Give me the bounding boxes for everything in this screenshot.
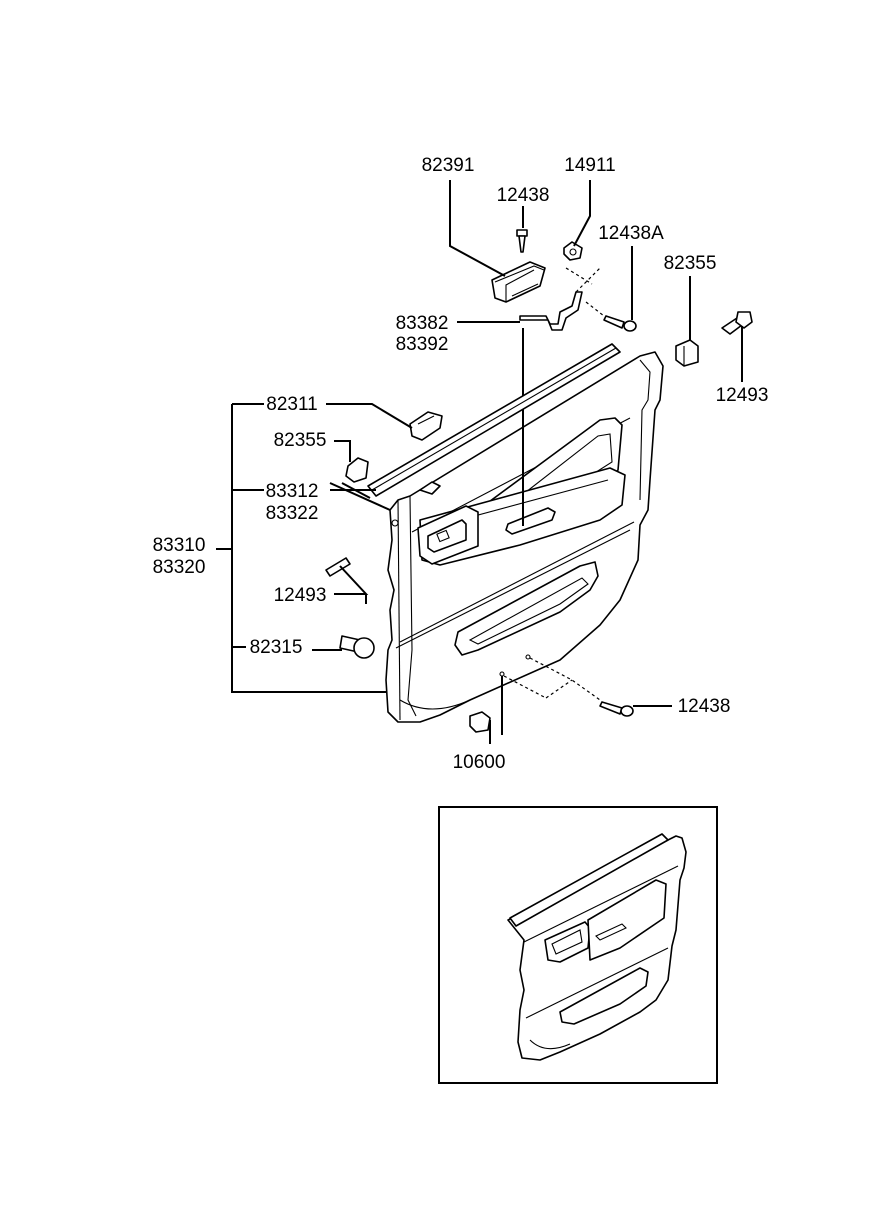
label-83322: 83322 xyxy=(266,503,319,524)
label-12438-top: 12438 xyxy=(497,185,550,206)
screw xyxy=(516,229,528,253)
door-trim-panel xyxy=(385,328,664,723)
armrest-pocket xyxy=(491,261,546,303)
screw-12493-right xyxy=(721,311,753,335)
label-82355-right: 82355 xyxy=(664,253,717,274)
screw-12438a xyxy=(585,301,637,332)
screw-12493-left xyxy=(325,557,351,577)
clip-82355-left xyxy=(345,457,369,483)
label-82311: 82311 xyxy=(266,394,317,415)
callout-labels: 82391 14911 12438 12438A 82355 83382 833… xyxy=(153,155,769,773)
inset-door-panel xyxy=(507,833,687,1061)
label-82315: 82315 xyxy=(250,637,303,658)
label-82355-left: 82355 xyxy=(274,430,327,451)
inset-view xyxy=(438,806,718,1084)
label-12438a: 12438A xyxy=(598,223,664,244)
label-83382: 83382 xyxy=(396,313,449,334)
label-83312: 83312 xyxy=(266,481,319,502)
label-83320: 83320 xyxy=(153,557,206,578)
label-83310: 83310 xyxy=(153,535,206,556)
label-12493-right: 12493 xyxy=(716,385,769,406)
leader-lines xyxy=(216,180,743,744)
label-82391: 82391 xyxy=(422,155,475,176)
label-12438-bottom: 12438 xyxy=(678,696,731,717)
label-10600: 10600 xyxy=(453,752,506,773)
fastener-82315 xyxy=(339,635,375,659)
bracket xyxy=(519,267,601,331)
clip xyxy=(563,241,583,261)
clip-82355-right xyxy=(675,339,699,367)
screw-12438-bottom xyxy=(599,701,634,717)
label-14911: 14911 xyxy=(564,155,615,176)
weatherstrip xyxy=(367,343,621,497)
clip-10600 xyxy=(469,711,491,733)
clip-82311 xyxy=(409,411,443,441)
label-12493-left: 12493 xyxy=(274,585,327,606)
label-83392: 83392 xyxy=(396,334,449,355)
